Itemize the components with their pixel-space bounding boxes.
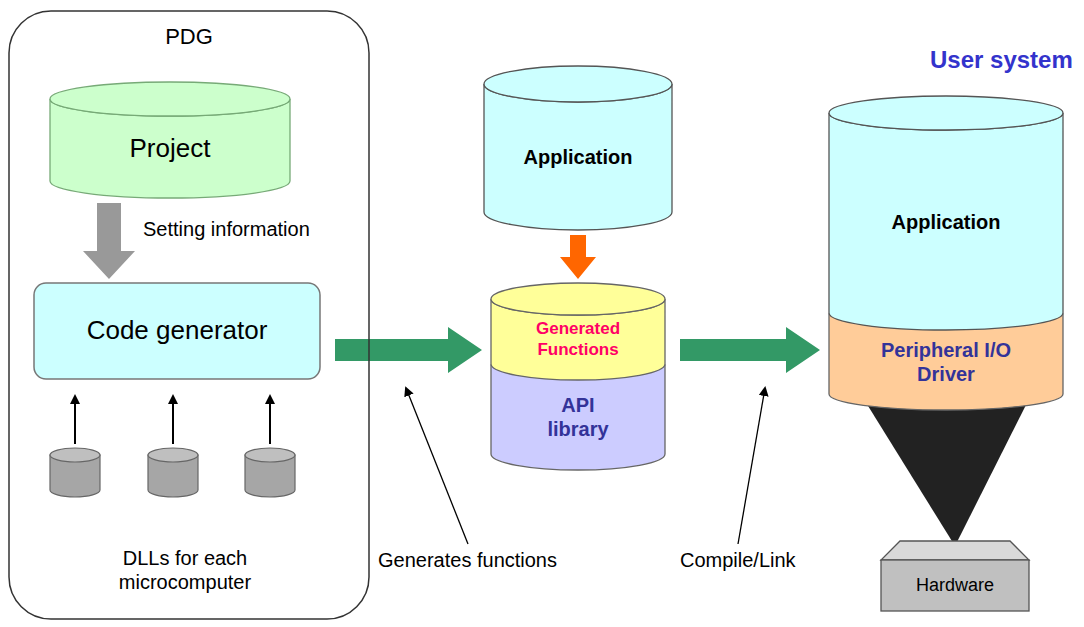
node-text: API library — [535, 393, 621, 441]
heading-label: User system — [930, 46, 1080, 75]
block-arrow — [560, 235, 596, 279]
node-text: Generated Functions — [510, 319, 646, 360]
node-text: Peripheral I/O Driver — [873, 338, 1019, 386]
text-area: API library — [490, 381, 666, 453]
text-area: Peripheral I/O Driver — [828, 330, 1064, 393]
stack-layer: Application — [828, 95, 1064, 331]
text-area: Application — [828, 131, 1064, 312]
text-area: PDG — [8, 20, 370, 54]
process-box: Code generator — [33, 282, 321, 380]
database-cylinder: Project — [49, 81, 291, 199]
node-text: Project — [130, 133, 211, 164]
text-area: Hardware — [880, 560, 1030, 612]
node-text: Code generator — [87, 315, 268, 346]
node-text: PDG — [165, 24, 213, 50]
node-text: Hardware — [916, 575, 994, 597]
text-area: Project — [49, 117, 291, 180]
stack-layer: API library — [490, 365, 666, 471]
hardware-box: Hardware — [880, 540, 1030, 612]
leader-label: Generates functions — [378, 548, 588, 572]
text-area: Code generator — [33, 282, 321, 380]
block-arrow — [680, 327, 820, 373]
cone-connector — [860, 393, 1032, 546]
node-text: Application — [524, 145, 633, 169]
tool-boundary: PDG ProjectCode generator — [8, 10, 370, 620]
stack-layer: Generated Functions — [490, 282, 666, 381]
database-cylinder: Application — [483, 65, 673, 231]
text-area: Application — [483, 103, 673, 211]
leader-label: Compile/Link — [680, 548, 820, 572]
node-text: Application — [892, 210, 1001, 234]
text-area: Generated Functions — [490, 316, 666, 363]
